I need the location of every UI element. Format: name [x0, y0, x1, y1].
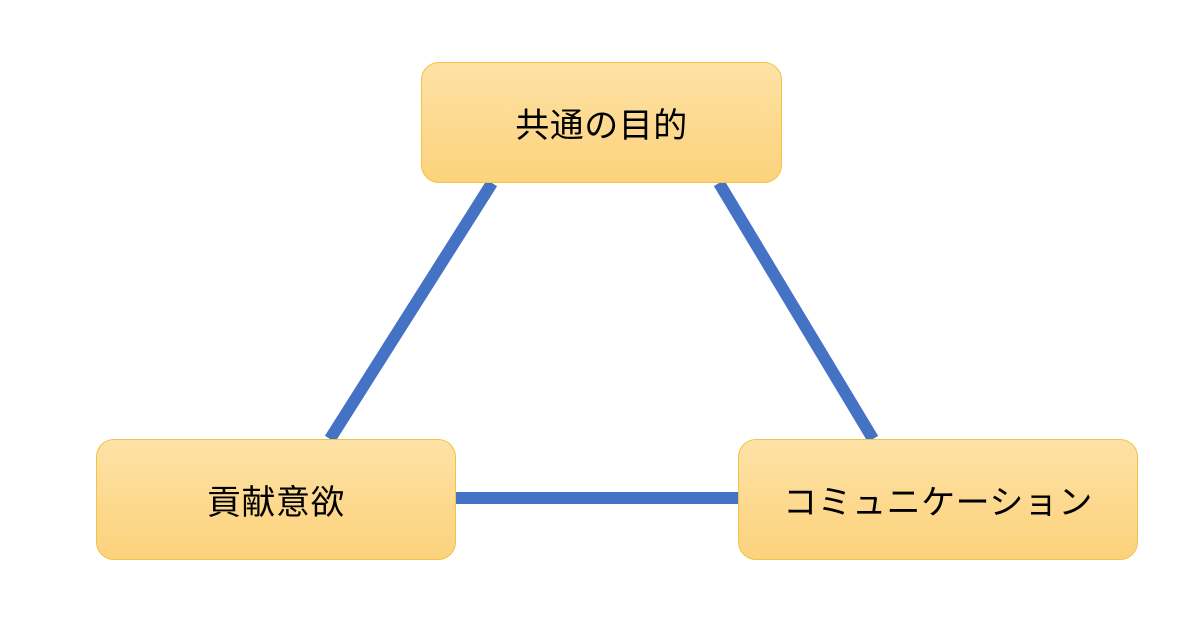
- connector-top-to-left: [324, 179, 498, 443]
- node-communication: コミュニケーション: [738, 439, 1138, 560]
- node-willingness-to-contribute-label: 貢献意欲: [207, 483, 345, 523]
- node-willingness-to-contribute: 貢献意欲: [96, 439, 456, 560]
- node-communication-label: コミュニケーション: [783, 483, 1093, 523]
- node-common-purpose-label: 共通の目的: [515, 106, 688, 146]
- connector-top-to-right: [713, 179, 879, 443]
- node-common-purpose: 共通の目的: [421, 62, 782, 183]
